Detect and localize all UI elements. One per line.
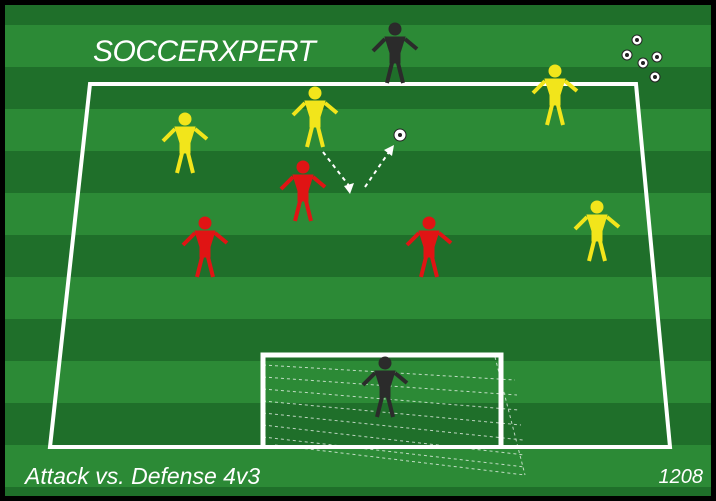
drill-id: 1208 [659,466,704,489]
brand-logo: SOCCERXPERT [93,35,315,69]
pitch [5,5,711,496]
ball-icon [638,58,648,68]
pitch-stripes [5,5,711,496]
ball-icon [394,129,406,141]
drill-title: Attack vs. Defense 4v3 [25,463,260,490]
ball-icon [632,35,642,45]
ball-icon [622,50,632,60]
ball-icon [652,52,662,62]
ball-icon [650,72,660,82]
